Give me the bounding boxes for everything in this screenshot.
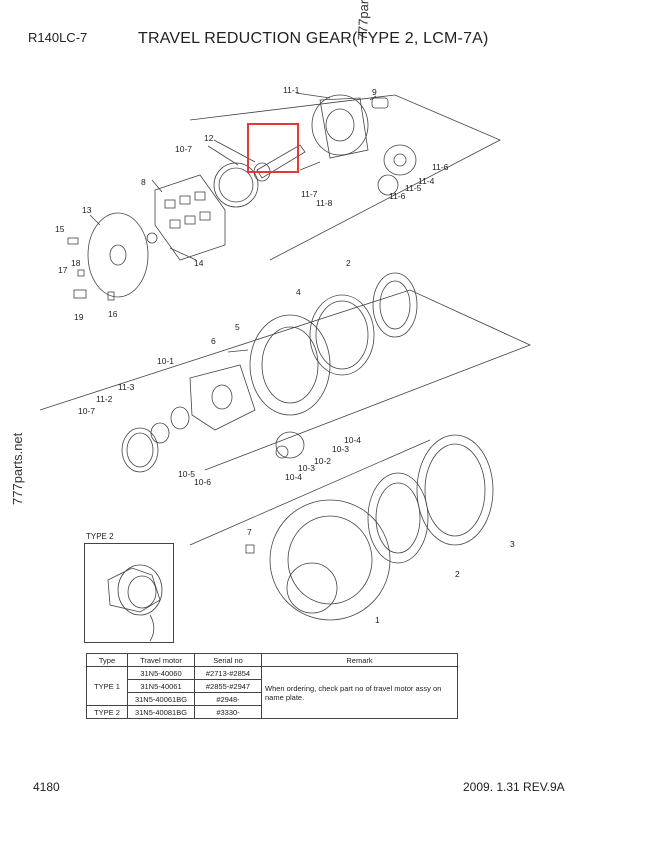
callout-11-6-a: 11-6 [432,162,449,172]
hub-8 [154,174,226,261]
callout-18: 18 [71,258,81,268]
pin-9 [371,97,389,109]
callout-13: 13 [82,205,92,215]
gear-11-2 [150,422,170,444]
type2-frame [84,543,174,643]
housing-1 [269,499,391,621]
callout-11-2: 11-2 [96,394,113,404]
group-frame-bottom [189,439,431,546]
seal-4 [309,294,375,376]
callout-6: 6 [211,336,216,346]
page-number: 4180 [33,780,60,794]
callout-16: 16 [108,309,118,319]
washer-10-7-mid [121,427,159,473]
callout-10-3-a: 10-3 [332,444,349,454]
callout-4: 4 [296,287,301,297]
carrier-10-1 [189,364,256,431]
callout-11-1: 11-1 [283,85,300,95]
plate-19 [73,289,87,299]
callout-14: 14 [194,258,204,268]
model-code: R140LC-7 [28,30,88,45]
serial-cell: #2713-#2854 [194,666,262,680]
callout-10-7-top: 10-7 [175,144,192,154]
washer-10-7-top [213,162,259,208]
callout-10-1: 10-1 [157,356,174,366]
table-row: TYPE 1 31N5-40060 #2713-#2854 When order… [86,666,458,719]
ring-gear-5 [249,314,331,416]
serial-cell: #3330- [194,705,262,719]
travel-motor-type2 [107,564,163,642]
table-row: TYPE 2 31N5-40081BG #3330- [86,705,458,719]
callout-11-5-a: 11-5 [405,183,422,193]
col-motor: Travel motor [127,653,195,667]
callout-10-5: 10-5 [178,469,195,479]
callout-15: 15 [55,224,65,234]
col-serial: Serial no [194,653,262,667]
callout-2-bottom: 2 [455,569,460,579]
table-header-row: Type Travel motor Serial no Remark [86,653,458,667]
seal-3 [416,434,494,546]
pin-7 [245,544,255,554]
table-row: 31N5-40061 #2855-#2947 [87,679,458,693]
plug-17 [77,269,85,277]
callout-10-2: 10-2 [314,456,331,466]
remark-cell: When ordering, check part no of travel m… [261,666,458,719]
callout-17: 17 [58,265,68,275]
callout-5: 5 [235,322,240,332]
bolt-6 [227,349,249,353]
motor-cell: 31N5-40060 [127,666,195,680]
callout-11-6-b: 11-6 [389,191,406,201]
bearing-2-top [372,272,418,338]
plug-16 [107,291,115,301]
callout-3: 3 [510,539,515,549]
type1-cell: TYPE 1 [86,666,128,706]
callout-11-7: 11-7 [301,189,318,199]
callout-10-7-mid: 10-7 [78,406,95,416]
callout-11-3: 11-3 [118,382,135,392]
callout-10-6: 10-6 [194,477,211,487]
callout-9: 9 [372,87,377,97]
bolt-15 [67,237,79,245]
ring-11-3 [170,406,190,430]
page-title: TRAVEL REDUCTION GEAR(TYPE 2, LCM-7A) [138,30,489,47]
col-remark: Remark [261,653,458,667]
motor-cell: 31N5-40081BG [127,705,195,719]
type2-cell: TYPE 2 [86,705,128,719]
callout-10-4-b: 10-4 [285,472,302,482]
callout-2-top: 2 [346,258,351,268]
motor-cell: 31N5-40061BG [127,692,195,706]
callout-11-4-a: 11-4 [418,176,435,186]
callout-10-3-b: 10-3 [298,463,315,473]
callout-1: 1 [375,615,380,625]
callout-11-8: 11-8 [316,198,333,208]
callout-8: 8 [141,177,146,187]
carrier-11-1 [311,94,369,159]
parts-table: Type Travel motor Serial no Remark TYPE … [86,653,458,719]
cover-13 [87,212,149,298]
group-frame-top [189,94,501,261]
serial-cell: #2948- [194,692,262,706]
group-frame-mid [39,289,532,471]
callout-19: 19 [74,312,84,322]
serial-cell: #2855-#2947 [194,679,262,693]
callout-12: 12 [204,133,214,143]
col-type: Type [86,653,128,667]
highlight-box-12 [247,123,299,173]
callout-10-4-a: 10-4 [344,435,361,445]
motor-cell: 31N5-40061 [127,679,195,693]
bearing-2-bottom [367,472,429,564]
gear-10-2 [275,431,305,459]
gear-11-4 [377,144,417,196]
type2-label: TYPE 2 [86,532,114,541]
ring-14 [146,232,158,244]
revision-date: 2009. 1.31 REV.9A [463,780,565,794]
callout-7: 7 [247,527,252,537]
